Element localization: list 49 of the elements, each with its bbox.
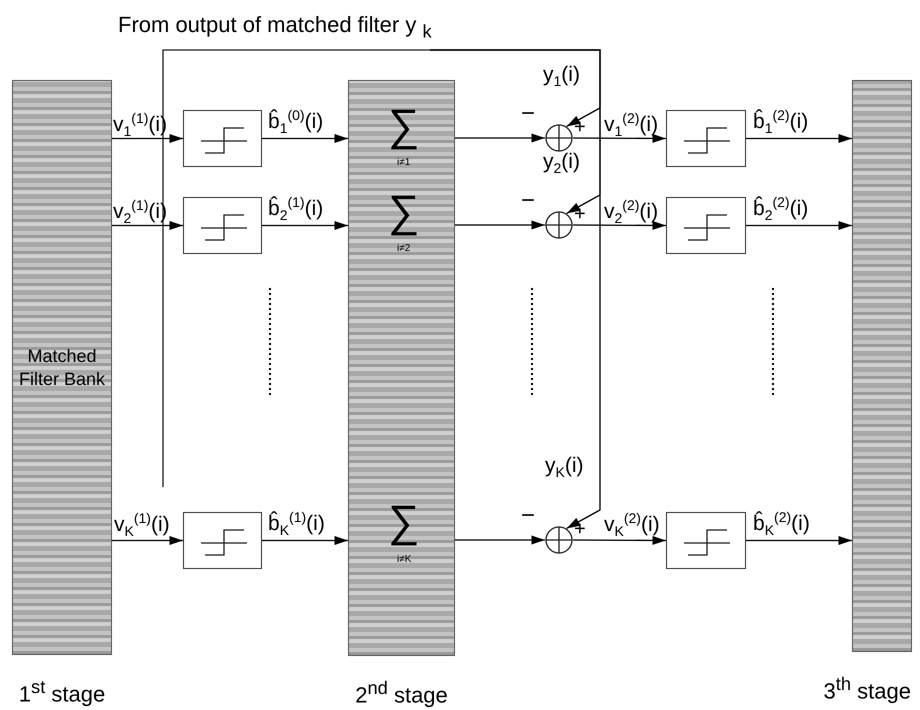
signal-arrow <box>746 221 852 230</box>
decision-block <box>183 512 262 569</box>
signal-label: y$_{2}$(i) <box>543 151 580 176</box>
sign-label: − <box>521 504 536 528</box>
summation-index: i≠2 <box>397 244 410 254</box>
summation-index: i≠1 <box>397 158 410 168</box>
signal-arrow <box>455 134 545 142</box>
stage-label: 3$^{th}$ stage <box>824 673 911 705</box>
signal-label: v$_{K}$$^{(2)}$(i) <box>604 511 660 538</box>
signal-arrow <box>112 221 183 230</box>
signal-arrow <box>262 134 348 143</box>
decision-block <box>666 110 746 167</box>
stage-label: 2$^{nd}$ stage <box>355 677 448 709</box>
decision-block <box>183 110 262 167</box>
decision-block <box>183 197 262 254</box>
block-label: Matched Filter Bank <box>18 345 106 390</box>
signal-arrow <box>746 536 852 545</box>
summation-sign: ∑ <box>388 190 420 234</box>
decision-block <box>666 197 746 254</box>
signal-arrow <box>573 220 666 230</box>
signal-label: b̂$_{2}$$^{(2)}$(i) <box>753 195 808 222</box>
signal-label: b̂$_{2}$$^{(1)}$(i) <box>268 195 324 222</box>
signal-arrow <box>262 221 348 230</box>
signal-label: y$_{1}$(i) <box>543 64 580 88</box>
signal-arrow <box>746 134 852 143</box>
decision-block <box>666 512 746 569</box>
signal-arrow <box>573 536 666 545</box>
summation-sign: ∑ <box>388 104 420 148</box>
sign-label: − <box>521 102 536 126</box>
signal-arrow <box>455 536 545 544</box>
signal-label: b̂$_{1}$$^{(0)}$(i) <box>268 108 324 136</box>
sign-label: − <box>521 189 536 213</box>
signal-arrow <box>573 134 666 143</box>
signal-label: b̂$_{K}$$^{(2)}$(i) <box>753 510 810 538</box>
signal-label: v$_{2}$$^{(2)}$(i) <box>604 198 658 226</box>
stage-label: 1$^{st}$ stage <box>18 676 106 708</box>
signal-label: y$_{K}$(i) <box>545 455 584 480</box>
signal-label: b̂$_{K}$$^{(1)}$(i) <box>268 510 325 538</box>
signal-label: v$_{1}$$^{(2)}$(i) <box>604 111 658 138</box>
signal-arrow <box>112 536 183 545</box>
signal-arrow <box>430 49 601 529</box>
signal-arrow <box>455 220 545 230</box>
summation-index: i≠K <box>397 555 412 565</box>
summation-sign: ∑ <box>388 500 420 544</box>
signal-label: v$_{K}$$^{(1)}$(i) <box>114 511 170 538</box>
signal-label: b̂$_{1}$$^{(2)}$(i) <box>753 108 808 136</box>
signal-arrow <box>112 134 183 143</box>
source-text: From output of matched filter y $_{k}$ <box>118 8 436 50</box>
signal-arrow <box>262 536 348 545</box>
